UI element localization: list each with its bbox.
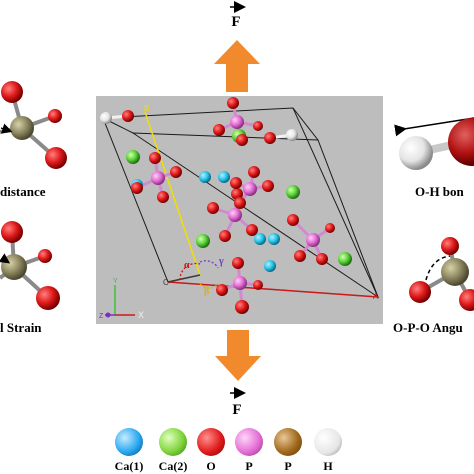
oxygen-atom bbox=[207, 202, 219, 214]
legend-swatch-p-pink-icon bbox=[235, 428, 263, 456]
oxygen-atom bbox=[227, 97, 239, 109]
triad-label-z: Z bbox=[99, 313, 104, 320]
angle-alpha-label: α bbox=[184, 260, 190, 271]
oxygen-atom bbox=[230, 177, 242, 189]
left-caption-strain: l Strain bbox=[0, 320, 42, 335]
legend-item-ca2: Ca(2) bbox=[147, 428, 199, 474]
force-arrow-down bbox=[215, 330, 261, 381]
legend-swatch-o-icon bbox=[197, 428, 225, 456]
triad-label-x: X bbox=[138, 310, 144, 320]
left-angle-strain-model bbox=[0, 221, 60, 310]
ca1-atom bbox=[254, 233, 266, 245]
force-arrow-down-shaft bbox=[227, 330, 249, 358]
cell-axis-label-c: C bbox=[163, 278, 169, 287]
right-opo-angle-model bbox=[409, 237, 474, 311]
ca1-atom bbox=[218, 171, 230, 183]
oxygen-atom bbox=[157, 191, 169, 203]
legend-item-o: O bbox=[185, 428, 237, 474]
ca1-atom bbox=[264, 260, 276, 272]
oxygen-atom bbox=[170, 166, 182, 178]
phosphorus-atom bbox=[306, 233, 320, 247]
oxygen-atom bbox=[264, 132, 276, 144]
cell-axis-label-b: B bbox=[144, 104, 149, 113]
ca1-atom bbox=[268, 233, 280, 245]
phosphorus-atom bbox=[228, 208, 242, 222]
oxygen-atom bbox=[232, 257, 244, 269]
oxygen-atom bbox=[219, 230, 231, 242]
oxygen-atom bbox=[213, 124, 225, 136]
phosphorus-atom bbox=[233, 276, 247, 290]
ca2-atom bbox=[126, 150, 140, 164]
force-arrow-up-shaft bbox=[226, 62, 248, 92]
legend-item-p-pink: P bbox=[223, 428, 275, 474]
phosphorus-atom bbox=[151, 171, 165, 185]
ca2-atom bbox=[196, 234, 210, 248]
right-oh-bond-model bbox=[394, 117, 474, 170]
oxygen-atom bbox=[246, 224, 258, 236]
oxygen-atom bbox=[316, 253, 328, 265]
opo-angle-arc-icon bbox=[425, 255, 451, 281]
legend-swatch-p-brown-icon bbox=[274, 428, 302, 456]
triad-label-y: Y bbox=[113, 278, 118, 285]
legend-swatch-ca2-icon bbox=[159, 428, 187, 456]
oxygen-atom bbox=[131, 182, 143, 194]
legend-swatch-ca1-icon bbox=[115, 428, 143, 456]
coordinate-triad: Y Z X bbox=[99, 278, 144, 320]
oxygen-atom bbox=[325, 223, 335, 233]
right-caption-opo-angle: O-P-O Angu bbox=[393, 320, 463, 335]
cell-axis-label-a: A bbox=[373, 292, 379, 301]
ca1-atom bbox=[199, 171, 211, 183]
legend-label-h: H bbox=[323, 459, 333, 473]
oxygen-atom bbox=[262, 180, 274, 192]
c-axis-line bbox=[167, 274, 201, 283]
oxygen-atom bbox=[234, 197, 246, 209]
phosphorus-atom bbox=[243, 182, 257, 196]
legend-label-p-brown: P bbox=[284, 459, 292, 473]
force-label-bottom: F bbox=[232, 402, 241, 418]
legend-label-ca2: Ca(2) bbox=[158, 459, 188, 473]
right-caption-oh-bond: O-H bon bbox=[415, 184, 464, 199]
oxygen-atom bbox=[253, 280, 263, 290]
oxygen-atom bbox=[235, 300, 249, 314]
distance-arrow-icon bbox=[0, 123, 13, 134]
a-axis-line bbox=[167, 281, 379, 298]
hydrogen-atom bbox=[286, 129, 298, 141]
legend-item-p-brown: P bbox=[262, 428, 314, 474]
force-arrow-up bbox=[214, 40, 260, 92]
angle-beta-arc bbox=[199, 283, 219, 289]
oxygen-atom bbox=[294, 250, 306, 262]
oxygen-atom bbox=[236, 134, 248, 146]
strain-arrow-icon bbox=[0, 253, 11, 264]
ca2-atom bbox=[286, 185, 300, 199]
legend-label-o: O bbox=[206, 459, 216, 473]
legend-swatch-h-icon bbox=[314, 428, 342, 456]
oxygen-atom bbox=[248, 166, 260, 178]
phosphorus-atom bbox=[230, 115, 244, 129]
oxygen-atom bbox=[287, 214, 299, 226]
crystal-atoms bbox=[100, 97, 352, 314]
force-arrow-up-head bbox=[214, 40, 260, 64]
legend-label-p-pink: P bbox=[245, 459, 253, 473]
legend-item-ca1: Ca(1) bbox=[103, 428, 155, 474]
hydrogen-atom bbox=[100, 112, 112, 124]
ca2-atom bbox=[338, 252, 352, 266]
oxygen-atom bbox=[122, 110, 134, 122]
oh-arrow-icon bbox=[394, 117, 474, 137]
legend-item-h: H bbox=[302, 428, 354, 474]
b-axis-line bbox=[144, 111, 201, 276]
left-bond-distance-model bbox=[0, 81, 67, 169]
force-arrow-down-head bbox=[215, 356, 261, 381]
angle-gamma-label: γ bbox=[218, 256, 224, 267]
legend-label-ca1: Ca(1) bbox=[114, 459, 144, 473]
angle-beta-label: β bbox=[204, 286, 209, 297]
oxygen-atom bbox=[216, 284, 228, 296]
oxygen-atom bbox=[253, 121, 263, 131]
angle-gamma-arc bbox=[199, 260, 219, 269]
oxygen-atom bbox=[149, 152, 161, 164]
force-label-top: F bbox=[231, 14, 240, 30]
left-caption-distance: distance bbox=[0, 184, 46, 199]
